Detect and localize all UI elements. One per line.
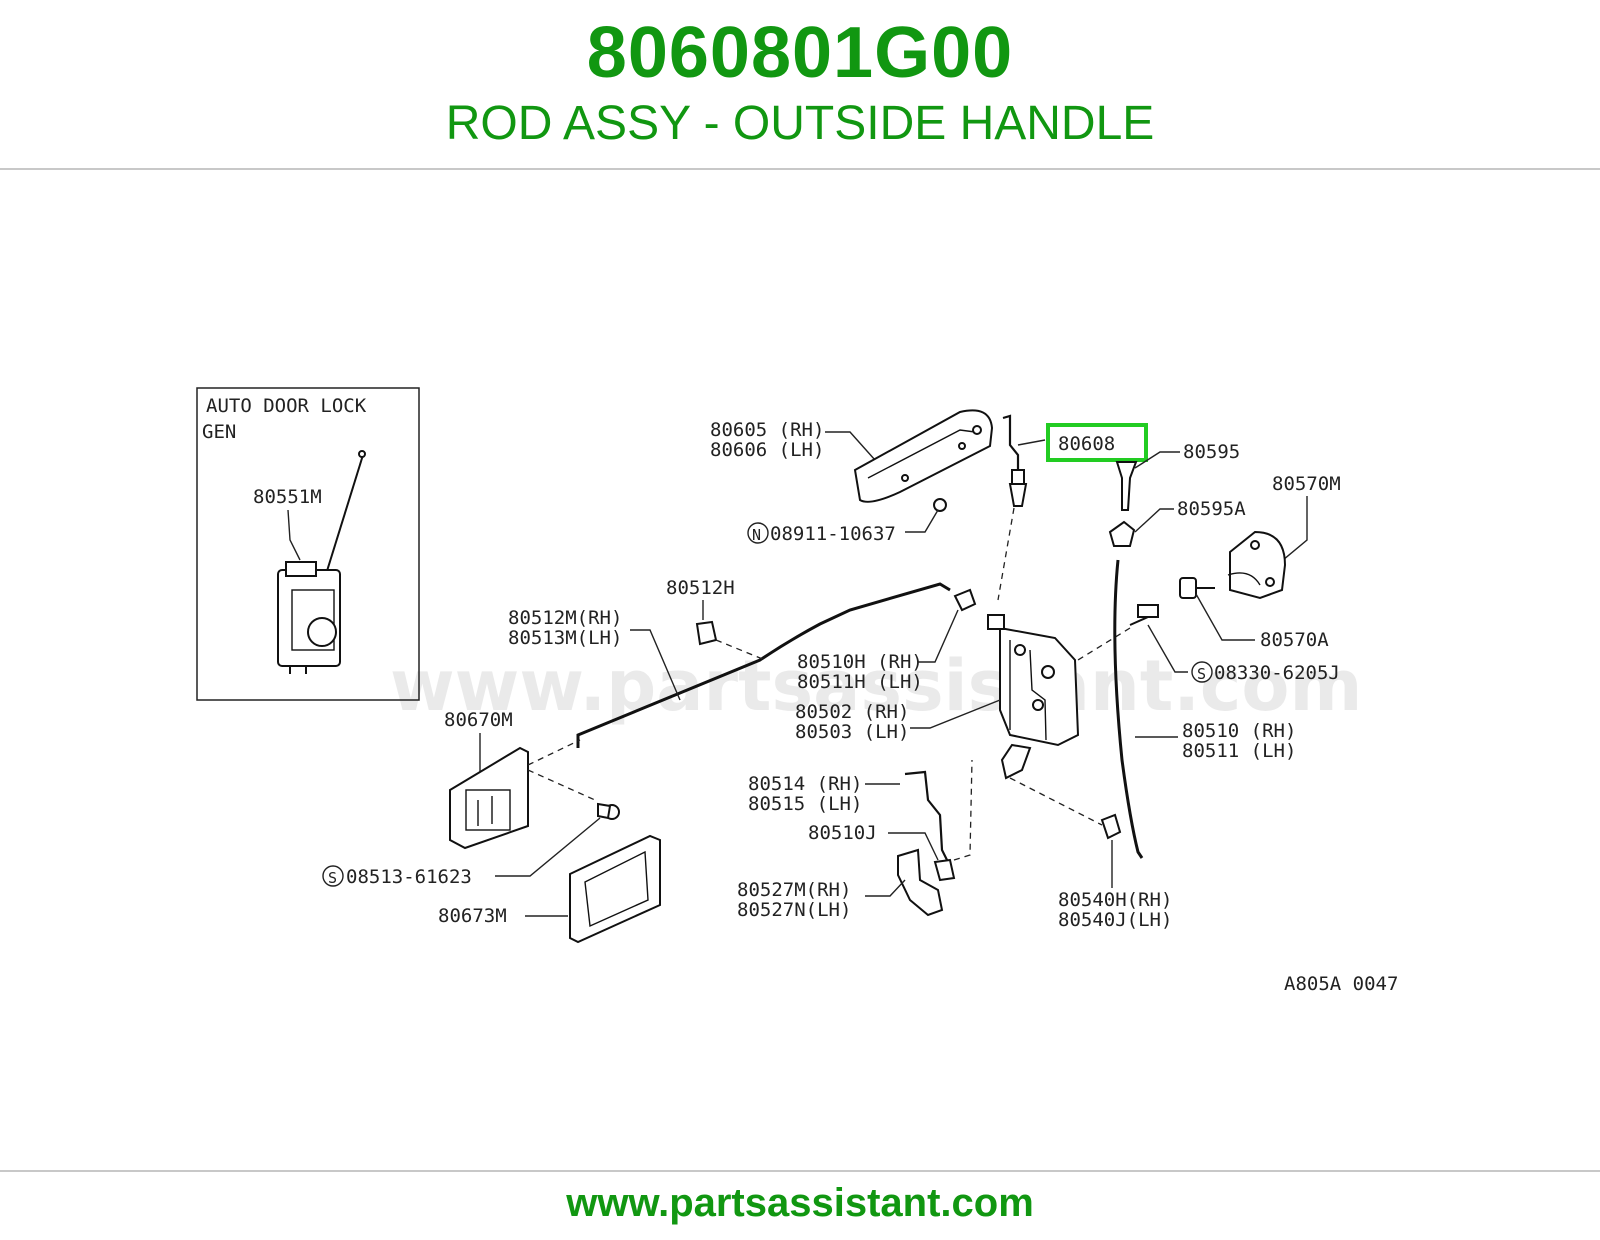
screw-08513 — [597, 802, 620, 820]
dash-80670M — [527, 739, 581, 766]
label-80527M: 80527M(RH) — [737, 879, 851, 901]
prefix-n-circle — [747, 522, 769, 544]
leader-80502 — [910, 699, 1001, 729]
clip-80540H — [1100, 813, 1122, 840]
label-80608: 80608 — [1058, 433, 1115, 455]
label-80512H: 80512H — [666, 577, 735, 599]
footer-divider — [0, 1170, 1600, 1172]
part-number: 8060801G00 — [586, 13, 1014, 93]
escutcheon — [569, 834, 661, 944]
part-80595 — [1115, 461, 1138, 511]
rod-80510 — [1113, 559, 1144, 859]
leader-80608 — [1017, 439, 1046, 446]
label-08330: 08330-6205J — [1214, 662, 1340, 684]
label-80511: 80511 (LH) — [1182, 740, 1296, 762]
inset-subtitle: GEN — [202, 421, 236, 443]
part-name: ROD ASSY - OUTSIDE HANDLE — [445, 97, 1155, 150]
bolt-80570A — [1179, 577, 1215, 599]
label-80515: 80515 (LH) — [748, 793, 862, 815]
label-80540J: 80540J(LH) — [1058, 909, 1172, 931]
clip-80510J — [933, 858, 956, 882]
leader-80595 — [1134, 451, 1180, 469]
label-08911: 08911-10637 — [770, 523, 896, 545]
leader-80512M — [630, 629, 681, 701]
dash-80512H — [715, 639, 766, 661]
clip-80510H — [953, 588, 977, 612]
leader-80527M — [865, 879, 906, 897]
leader-80551M — [287, 509, 301, 561]
header-divider — [0, 168, 1600, 170]
door-lock-assembly — [987, 614, 1080, 780]
inset-title: AUTO DOOR LOCK — [206, 395, 367, 417]
dash-80510J — [953, 759, 973, 861]
leader-08911 — [905, 509, 939, 533]
dash-80608 — [997, 507, 1015, 601]
leader-80570A — [1195, 593, 1255, 641]
footer-url[interactable]: www.partsassistant.com — [566, 1181, 1034, 1225]
diagram-panel — [180, 342, 1418, 1014]
label-80510: 80510 (RH) — [1182, 720, 1296, 742]
label-80606: 80606 (LH) — [710, 439, 824, 461]
prefix-s-circle-2 — [322, 865, 344, 887]
rod-80512M — [576, 582, 951, 748]
label-80595A: 80595A — [1177, 498, 1246, 520]
dash-80670M-screw — [527, 769, 596, 801]
label-80673M: 80673M — [438, 905, 507, 927]
inset-box — [196, 387, 420, 701]
figure-code: A805A 0047 — [1284, 973, 1398, 995]
prefix-s-2: S — [328, 869, 337, 887]
outside-handle — [853, 409, 994, 503]
nut-08911 — [933, 498, 947, 512]
label-80510H: 80510H (RH) — [797, 651, 923, 673]
label-80510J: 80510J — [808, 822, 877, 844]
label-80527N: 80527N(LH) — [737, 899, 851, 921]
label-80502: 80502 (RH) — [795, 701, 909, 723]
inside-handle — [449, 746, 529, 850]
leader-80605 — [825, 431, 876, 461]
door-lock-actuator — [277, 450, 366, 674]
label-80511H: 80511H (LH) — [797, 671, 923, 693]
label-80570M: 80570M — [1272, 473, 1341, 495]
clip-80512H — [695, 620, 718, 646]
lever-80514 — [904, 770, 949, 863]
label-80540H: 80540H(RH) — [1058, 889, 1172, 911]
prefix-s-1: S — [1197, 665, 1206, 683]
label-80595: 80595 — [1183, 441, 1240, 463]
rod-80608 — [1002, 414, 1028, 507]
leader-08513 — [495, 817, 601, 877]
label-80514: 80514 (RH) — [748, 773, 862, 795]
striker — [1227, 530, 1287, 600]
label-80512M: 80512M(RH) — [508, 607, 622, 629]
leader-80510J — [888, 832, 939, 861]
page-header: 8060801G00 ROD ASSY - OUTSIDE HANDLE — [0, 0, 1600, 168]
prefix-s-circle-1 — [1191, 661, 1213, 683]
label-80513M: 80513M(LH) — [508, 627, 622, 649]
bolt-08330 — [1129, 604, 1159, 626]
label-80670M: 80670M — [444, 709, 513, 731]
label-80551M: 80551M — [253, 486, 322, 508]
leader-80510H — [918, 609, 959, 663]
label-80503: 80503 (LH) — [795, 721, 909, 743]
label-80605: 80605 (RH) — [710, 419, 824, 441]
prefix-n: N — [752, 526, 761, 544]
part-80595A — [1108, 520, 1136, 547]
label-08513: 08513-61623 — [346, 866, 472, 888]
leader-08330 — [1147, 624, 1188, 673]
leader-80595A — [1134, 508, 1174, 533]
highlight-80608 — [1046, 423, 1148, 462]
label-80570A: 80570A — [1260, 629, 1329, 651]
watermark: www.partsassistant.com — [390, 645, 1362, 727]
